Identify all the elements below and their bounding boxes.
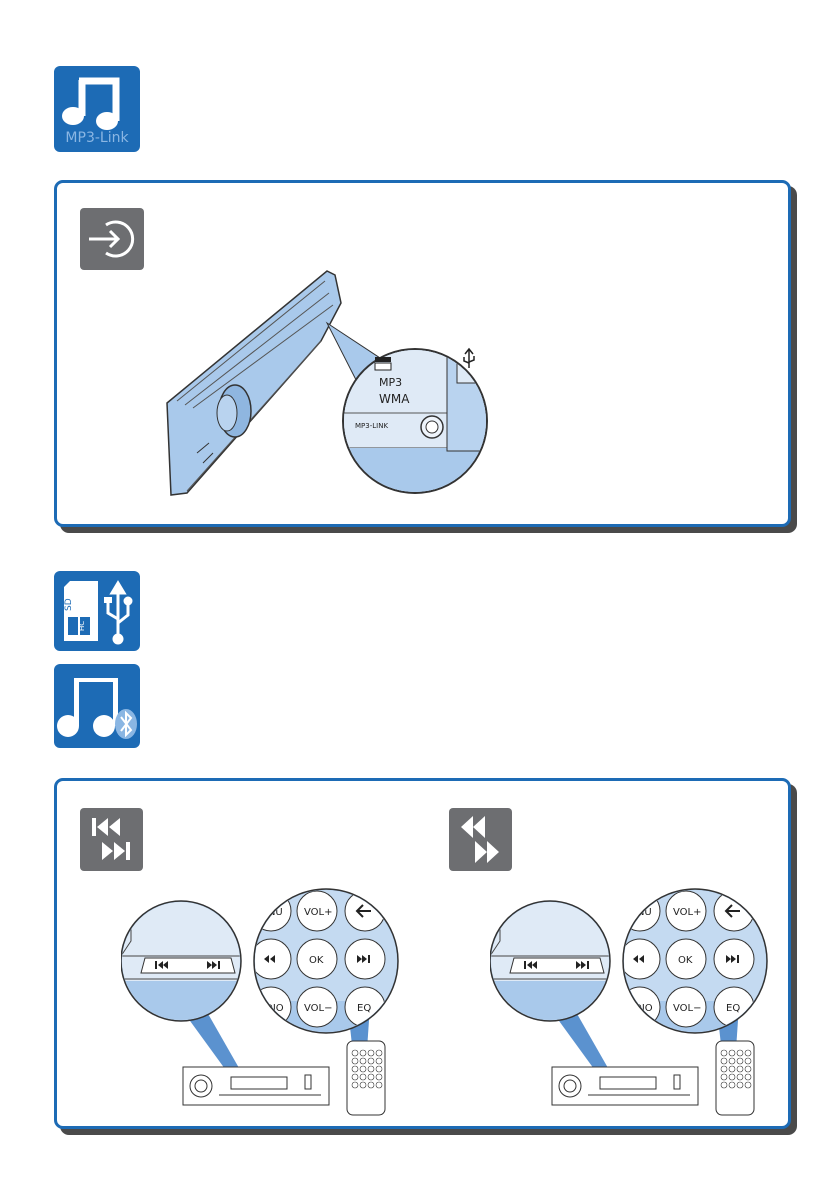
controls-panel: MENU VOL+ OK AUDIO VOL− EQ (54, 778, 791, 1129)
format-mp3-label: MP3 (379, 376, 402, 389)
audio-key-label-2: AUDIO (620, 1003, 653, 1014)
bluetooth-icon (115, 709, 137, 739)
usb-symbol-icon (464, 349, 474, 368)
head-unit-small-2 (552, 1067, 698, 1105)
vol-plus-key-label: VOL+ (304, 907, 333, 918)
connection-panel: MP3 WMA MP3-LINK (54, 180, 791, 527)
vol-minus-key-label-2: VOL− (673, 1003, 702, 1014)
rewind-fast-forward-icon (449, 808, 512, 871)
skip-track-icon-tile (80, 808, 143, 871)
remote-control-small-2 (716, 1041, 754, 1115)
mp3-link-label: MP3-Link (54, 130, 140, 146)
menu-key-label: MENU (253, 907, 283, 918)
menu-key-label-2: MENU (622, 907, 652, 918)
usb-icon (104, 583, 131, 643)
sdhc-card-icon: SD HC (64, 581, 98, 641)
ok-key-label-2: OK (678, 955, 693, 966)
skip-buttons-illustration: MENU VOL+ OK AUDIO VOL− EQ (121, 881, 421, 1121)
format-wma-label: WMA (379, 392, 410, 406)
music-notes-icon (57, 678, 118, 737)
sdhc-logo-small (375, 357, 391, 370)
seek-buttons-illustration: MENU VOL+ OK AUDIO VOL− EQ (490, 881, 790, 1121)
sd-usb-icon: SD HC (54, 571, 140, 651)
mp3-link-icon: MP3-Link (54, 66, 140, 152)
hc-label: HC (78, 621, 86, 631)
ok-key-label: OK (309, 955, 324, 966)
seek-icon-tile (449, 808, 512, 871)
sd-label: SD (64, 598, 74, 611)
remote-control-small (347, 1041, 385, 1115)
skip-previous-next-icon (80, 808, 143, 871)
input-icon-tile (80, 208, 144, 270)
head-unit-small (183, 1067, 329, 1105)
audio-key-label: AUDIO (251, 1003, 284, 1014)
vol-minus-key-label: VOL− (304, 1003, 333, 1014)
bluetooth-music-icon (54, 664, 140, 748)
car-stereo-side-illustration: MP3 WMA MP3-LINK (147, 263, 507, 503)
eq-key-label: EQ (357, 1003, 371, 1014)
vol-plus-key-label-2: VOL+ (673, 907, 702, 918)
input-arrow-icon (80, 208, 144, 270)
mp3-link-port-label: MP3-LINK (355, 422, 388, 430)
eq-key-label-2: EQ (726, 1003, 740, 1014)
